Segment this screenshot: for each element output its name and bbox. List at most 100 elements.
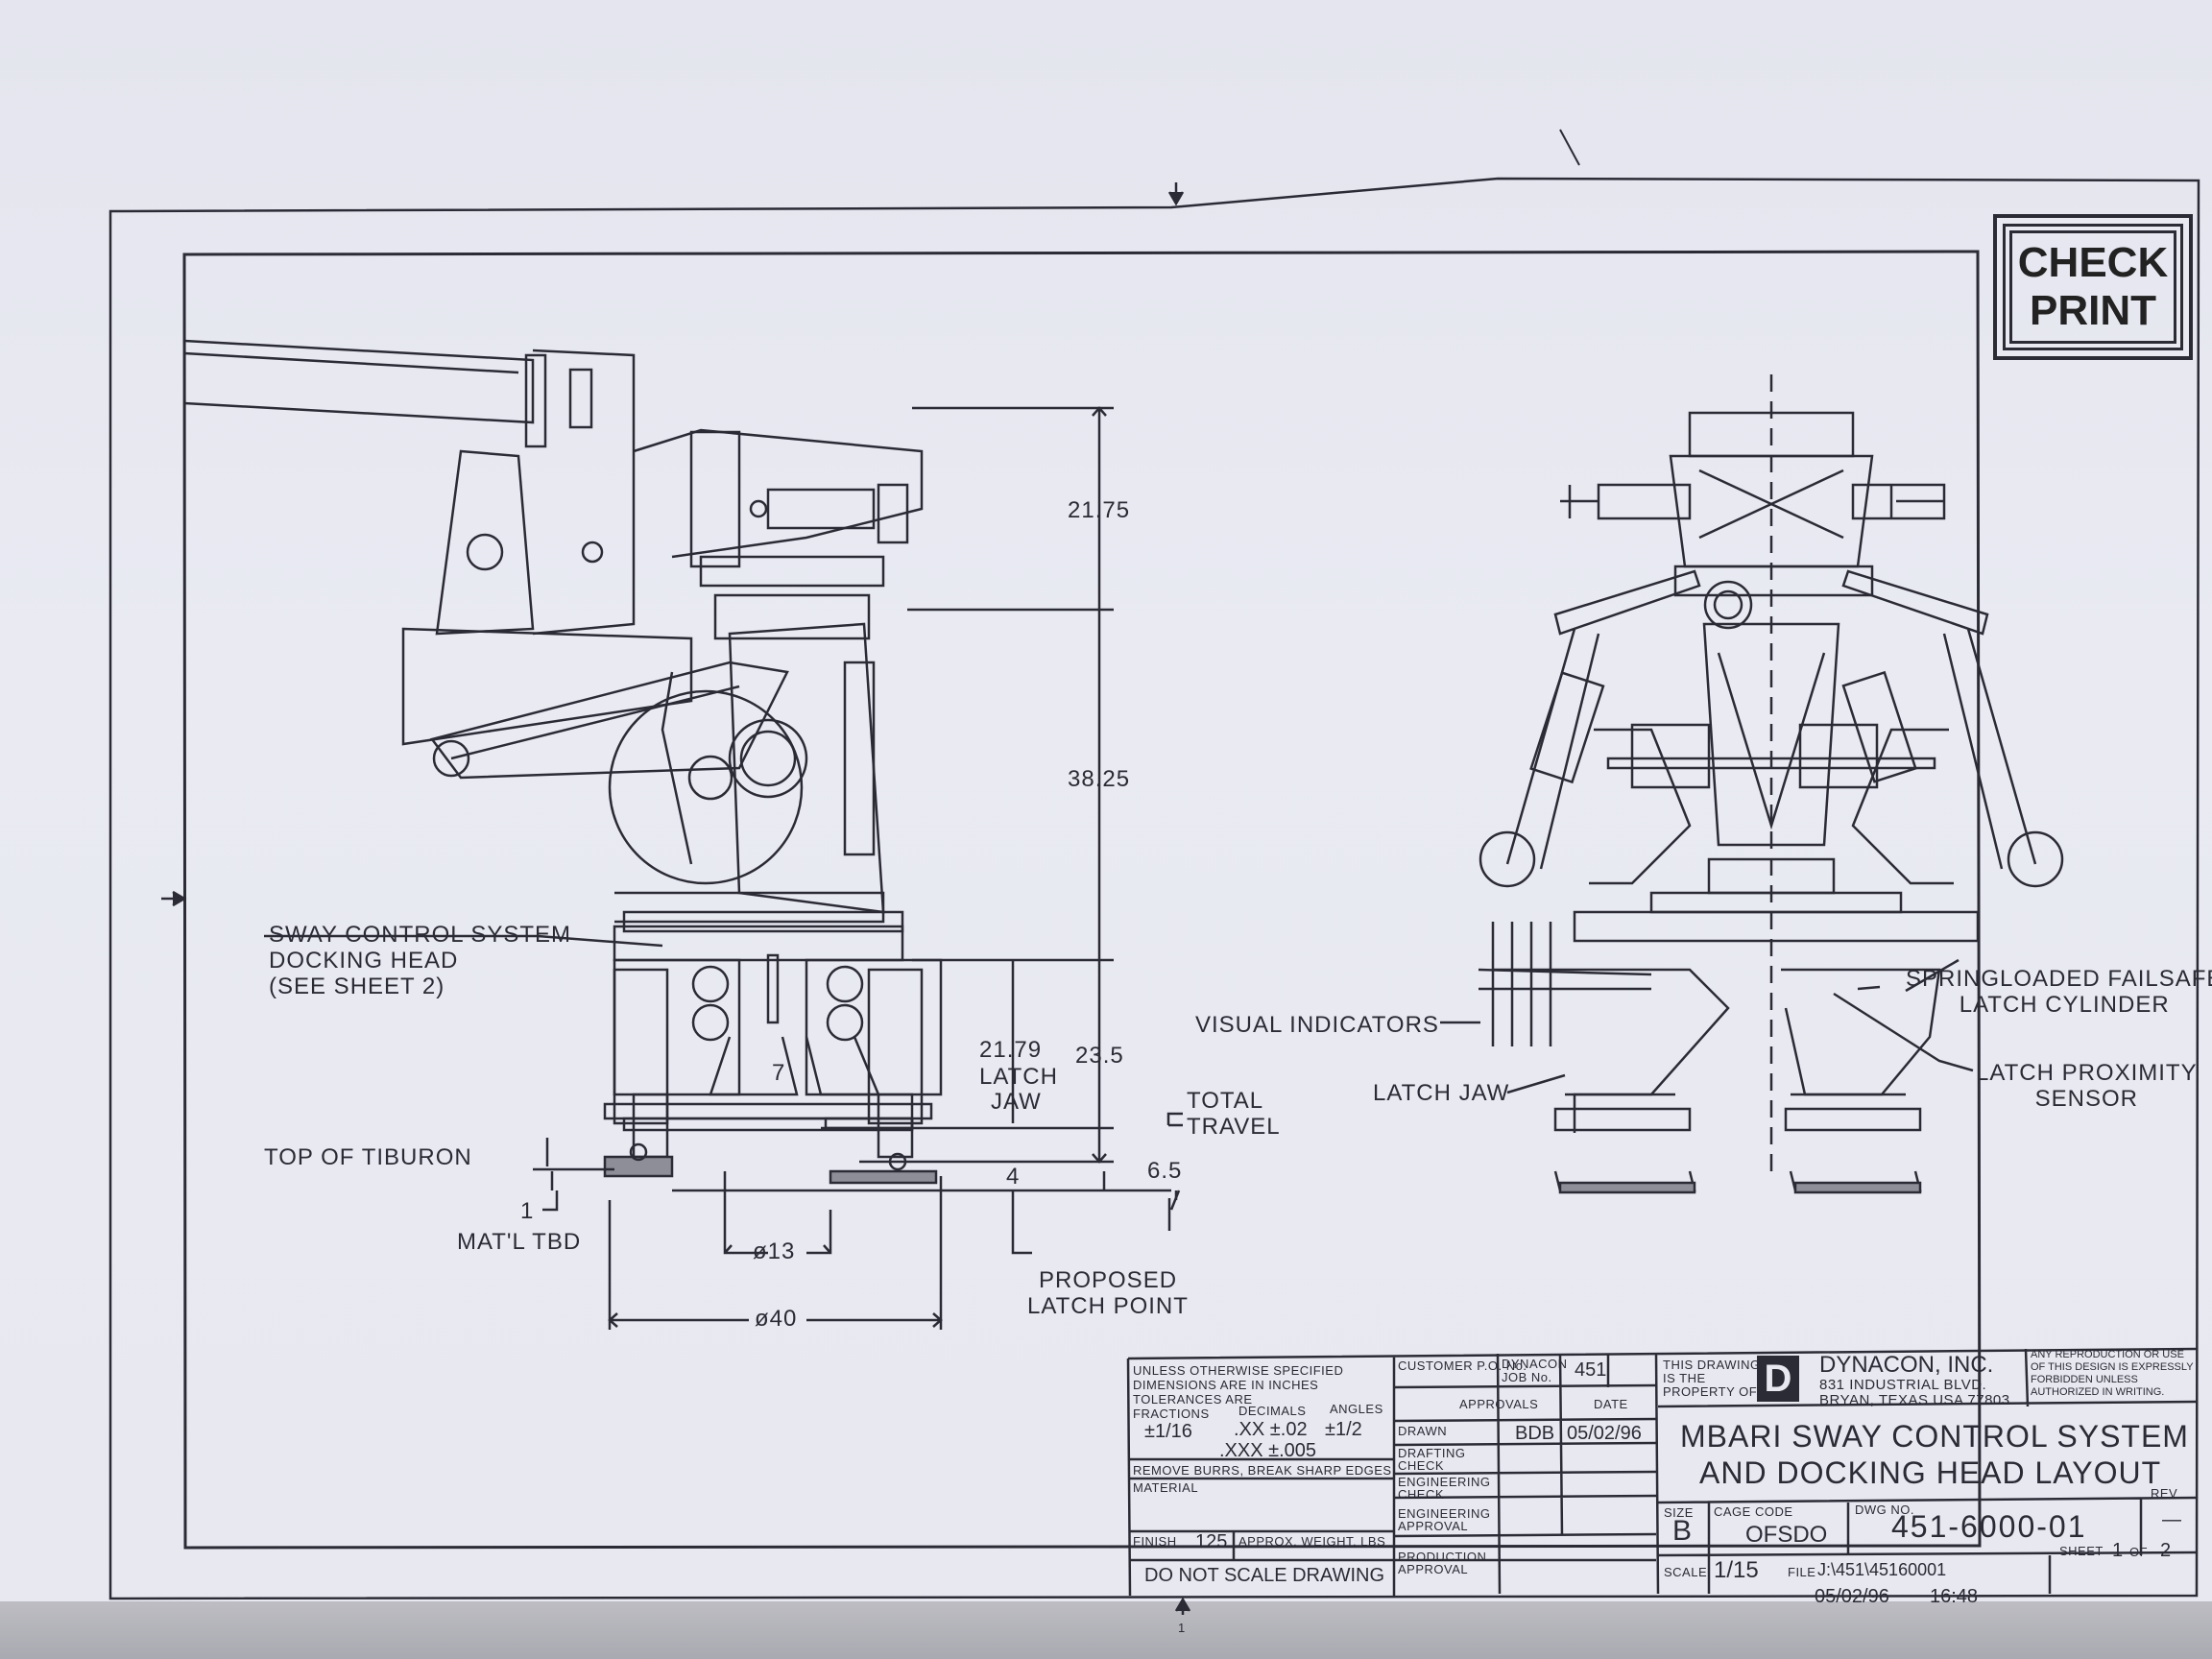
tol-fractions-label: FRACTIONS <box>1133 1407 1210 1421</box>
scale-label: SCALE <box>1664 1565 1708 1579</box>
property-notice: THIS DRAWING IS THE PROPERTY OF <box>1663 1358 1761 1399</box>
finish-value: 125 <box>1195 1531 1228 1552</box>
company-address-2: BRYAN, TEXAS USA 77803 <box>1819 1392 2010 1408</box>
callout-top-of-tiburon: TOP OF TIBURON <box>264 1144 472 1170</box>
finish-label: FINISH <box>1133 1534 1177 1549</box>
tol-line-2: DIMENSIONS ARE IN INCHES <box>1133 1378 1319 1392</box>
callout-latch-jaw: LATCH JAW <box>1373 1080 1510 1106</box>
outer-border <box>108 177 2200 1600</box>
date-label: DATE <box>1594 1397 1628 1411</box>
drawn-label: DRAWN <box>1398 1424 1448 1438</box>
docking-head-left <box>603 925 943 1159</box>
drawn-by: BDB <box>1515 1423 1555 1444</box>
dynacon-job-label: DYNACON JOB No. <box>1502 1357 1568 1384</box>
scale-value: 1/15 <box>1714 1557 1759 1583</box>
callout-sway-2: DOCKING HEAD <box>269 948 459 974</box>
drawn-date: 05/02/96 <box>1567 1423 1642 1444</box>
job-number: 451 <box>1575 1359 1607 1381</box>
repro-line-1: ANY REPRODUCTION OR USE <box>2031 1349 2184 1360</box>
sheet-total: 2 <box>2160 1540 2172 1561</box>
tol-fraction-value: ±1/16 <box>1144 1421 1192 1442</box>
diameter-13: ø13 <box>753 1238 796 1264</box>
stamp-line-2: PRINT <box>2030 287 2156 334</box>
drawing-number: 451-6000-01 <box>1891 1509 2087 1544</box>
dynacon-logo: D <box>1757 1356 1799 1402</box>
callout-total-1: TOTAL <box>1187 1088 1264 1114</box>
callout-sway-3: (SEE SHEET 2) <box>269 974 445 999</box>
dimension-latch-label: LATCH <box>979 1064 1058 1090</box>
diameter-40: ø40 <box>755 1306 798 1332</box>
callout-proposed-2: LATCH POINT <box>1027 1293 1189 1319</box>
dimension-23-5: 23.5 <box>1075 1043 1124 1069</box>
callout-sway-control-head: SWAY CONTROL SYSTEM DOCKING HEAD (SEE SH… <box>269 922 571 999</box>
approvals-label: APPROVALS <box>1459 1397 1539 1411</box>
callout-total-travel: TOTAL TRAVEL <box>1187 1088 1281 1140</box>
file-path: J:\451\45160001 <box>1817 1560 1947 1579</box>
sheet-label: SHEET <box>2059 1544 2104 1558</box>
engineering-check-label: ENGINEERING CHECK <box>1398 1475 1491 1502</box>
callout-proposed-latch-point: PROPOSED LATCH POINT <box>1027 1267 1189 1319</box>
dimension-21-79: 21.79 <box>979 1037 1043 1063</box>
dimension-6-5: 6.5 <box>1147 1158 1183 1184</box>
callout-spring-1: SPRINGLOADED FAILSAFE <box>1906 966 2212 992</box>
tol-decimals-label: DECIMALS <box>1238 1404 1307 1418</box>
remove-burrs-note: REMOVE BURRS, BREAK SHARP EDGES <box>1133 1463 1392 1478</box>
tol-angle-value: ±1/2 <box>1325 1419 1362 1440</box>
material-label: MATERIAL <box>1133 1480 1199 1495</box>
logo-letter: D <box>1764 1357 1792 1400</box>
drawing-title-line-2: AND DOCKING HEAD LAYOUT <box>1699 1455 2162 1490</box>
dimension-jaw-label: JAW <box>991 1089 1042 1115</box>
dimension-38-25: 38.25 <box>1068 766 1131 792</box>
desk-background <box>0 1601 2212 1659</box>
callout-prox-1: LATCH PROXIMITY <box>1976 1060 2198 1086</box>
drafting-check-label: DRAFTING CHECK <box>1398 1446 1466 1473</box>
sheet-of-label: OF <box>2129 1545 2149 1559</box>
property-line-3: PROPERTY OF <box>1663 1384 1758 1399</box>
sheet-number: 1 <box>2112 1540 2124 1561</box>
tol-decimal-value-1: .XX ±.02 <box>1234 1419 1308 1440</box>
tolerance-notes: UNLESS OTHERWISE SPECIFIED DIMENSIONS AR… <box>1133 1363 1343 1407</box>
repro-line-4: AUTHORIZED IN WRITING. <box>2031 1386 2165 1398</box>
plot-date: 05/02/96 <box>1815 1586 1889 1607</box>
callout-visual-indicators: VISUAL INDICATORS <box>1195 1012 1439 1038</box>
customer-po-label: CUSTOMER P.O. No. <box>1398 1358 1527 1373</box>
plot-time: 16:48 <box>1930 1586 1979 1607</box>
do-not-scale-note: DO NOT SCALE DRAWING <box>1144 1565 1385 1586</box>
dimension-1: 1 <box>520 1198 535 1224</box>
zone-marker-number: 1 <box>1178 1621 1186 1635</box>
visual-indicator-rods <box>1491 922 1552 1046</box>
size-label: SIZE <box>1664 1505 1694 1520</box>
production-approval-label: PRODUCTION APPROVAL <box>1398 1550 1487 1576</box>
callout-proposed-1: PROPOSED <box>1039 1267 1178 1293</box>
drawing-title-line-1: MBARI SWAY CONTROL SYSTEM <box>1680 1419 2189 1454</box>
company-name: DYNACON, INC. <box>1819 1352 1994 1378</box>
cage-code-value: OFSDO <box>1745 1522 1828 1548</box>
tol-line-1: UNLESS OTHERWISE SPECIFIED <box>1133 1363 1344 1378</box>
right-front-view <box>1440 374 2064 1194</box>
zone-marker-top <box>1167 182 1185 206</box>
tol-angles-label: ANGLES <box>1330 1402 1383 1416</box>
size-value: B <box>1672 1515 1693 1547</box>
reproduction-notice: ANY REPRODUCTION OR USE OF THIS DESIGN I… <box>2031 1349 2194 1399</box>
repro-line-2: OF THIS DESIGN IS EXPRESSLY <box>2031 1361 2194 1373</box>
callout-springloaded-cylinder: SPRINGLOADED FAILSAFE LATCH CYLINDER <box>1906 966 2212 1018</box>
property-line-1: THIS DRAWING <box>1663 1358 1761 1372</box>
file-label: FILE <box>1788 1565 1816 1579</box>
title-block-lines <box>1126 1347 2198 1597</box>
inner-border <box>182 250 1982 1550</box>
dimension-4: 4 <box>1006 1164 1021 1190</box>
cage-code-label: CAGE CODE <box>1714 1504 1793 1519</box>
left-side-view <box>183 339 1183 1330</box>
stamp-line-1: CHECK <box>2017 239 2169 286</box>
dwg-no-label: DWG NO. <box>1855 1503 1914 1517</box>
tol-line-3: TOLERANCES ARE <box>1133 1392 1253 1407</box>
callout-prox-2: SENSOR <box>2034 1086 2138 1112</box>
dimension-21-75: 21.75 <box>1068 497 1131 523</box>
repro-line-3: FORBIDDEN UNLESS <box>2031 1374 2138 1385</box>
engineering-approval-label: ENGINEERING APPROVAL <box>1398 1506 1491 1533</box>
rev-label: REV <box>2151 1486 2178 1501</box>
callout-spring-2: LATCH CYLINDER <box>1959 992 2170 1018</box>
callout-matl: MAT'L TBD <box>457 1229 582 1255</box>
callout-sway-1: SWAY CONTROL SYSTEM <box>269 922 572 948</box>
